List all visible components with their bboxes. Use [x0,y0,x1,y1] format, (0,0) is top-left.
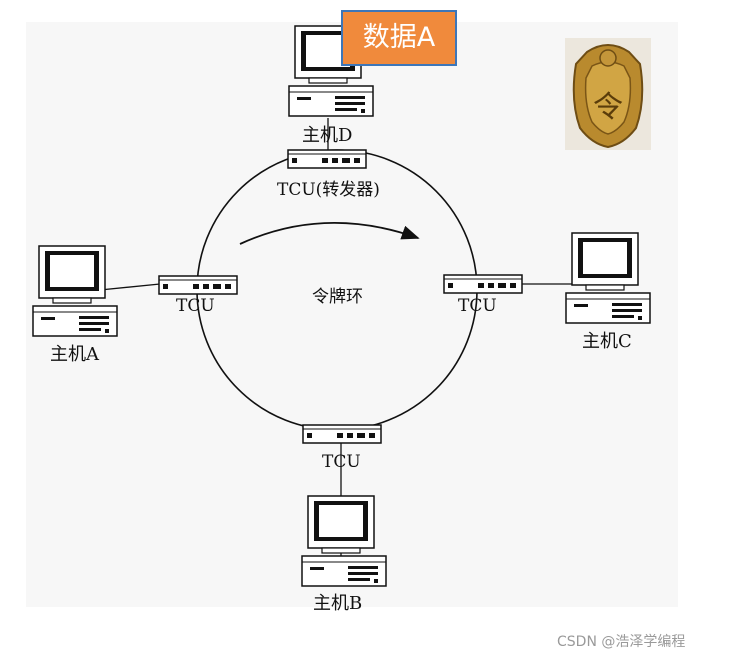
link-a [99,283,161,291]
host-d-label: 主机D [302,125,353,146]
tcu-top-box [287,149,367,169]
host-b-label: 主机B [313,593,363,614]
host-c-label: 主机C [582,331,632,352]
tcu-bottom-label: TCU [322,452,361,472]
token-ring-label: 令牌环 [312,287,363,307]
data-frame-badge: 数据A [341,10,457,66]
tcu-left-label: TCU [176,296,215,316]
tcu-left-box [158,275,238,295]
source-watermark: CSDN @浩泽学编程 [557,634,686,650]
host-c-computer-icon [565,232,651,324]
tcu-right-label: TCU [458,296,497,316]
host-a-label: 主机A [50,344,99,365]
tcu-bottom-box [302,424,382,444]
tcu-top-label: TCU(转发器) [277,180,380,200]
token-plaque-icon [565,38,651,150]
token-glyph: 令 [593,90,623,125]
host-b-computer-icon [301,495,387,587]
host-a-computer-icon [32,245,118,337]
circulation-arrow-icon [239,222,420,245]
tcu-right-box [443,274,523,294]
